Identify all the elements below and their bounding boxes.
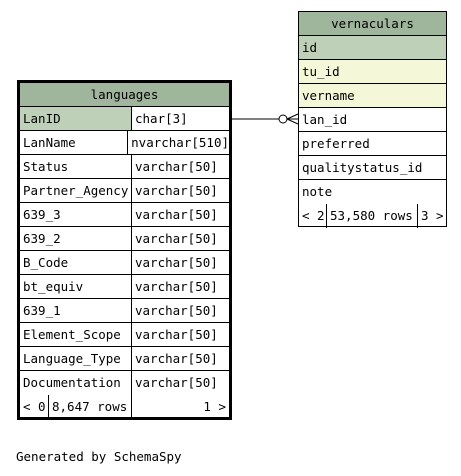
column-name: id <box>302 40 318 55</box>
languages-row-count: 8,647 rows <box>49 395 132 419</box>
column-name: tu_id <box>302 64 340 79</box>
column-type: varchar[50] <box>135 231 218 246</box>
column-type: varchar[50] <box>135 183 218 198</box>
column-name: Element_Scope <box>20 323 132 346</box>
column-name: B_Code <box>20 251 132 274</box>
column-name: Status <box>20 155 132 178</box>
column-name: 639_3 <box>20 203 132 226</box>
column-name: Documentation <box>20 371 132 395</box>
column-name: lan_id <box>302 112 348 127</box>
column-type: varchar[50] <box>135 375 218 390</box>
vernaculars-column-row[interactable]: qualitystatus_id <box>299 156 446 180</box>
languages-children-link[interactable]: 1 > <box>203 399 226 414</box>
vernaculars-table-title[interactable]: vernaculars <box>299 12 446 36</box>
column-name: note <box>302 184 333 199</box>
column-type: varchar[50] <box>135 327 218 342</box>
column-type: varchar[50] <box>135 303 218 318</box>
column-type: varchar[50] <box>135 207 218 222</box>
vernaculars-column-row[interactable]: tu_id <box>299 60 446 84</box>
vernaculars-column-row[interactable]: vername <box>299 84 446 108</box>
column-name: bt_equiv <box>20 275 132 298</box>
vernaculars-footer: < 2 53,580 rows 3 > <box>299 204 446 228</box>
column-name: Language_Type <box>20 347 132 370</box>
column-type: char[3] <box>135 111 188 126</box>
languages-table-title[interactable]: languages <box>20 83 229 107</box>
column-name: 639_1 <box>20 299 132 322</box>
generated-by-label: Generated by SchemaSpy <box>16 449 182 464</box>
crowfoot-lower-icon <box>286 118 299 125</box>
column-type: varchar[50] <box>135 351 218 366</box>
column-name: LanName <box>20 131 129 154</box>
vernaculars-column-row[interactable]: id <box>299 36 446 60</box>
column-type: varchar[50] <box>135 159 218 174</box>
vernaculars-column-row[interactable]: note <box>299 180 446 204</box>
column-name: qualitystatus_id <box>302 160 423 175</box>
vernaculars-column-row[interactable]: preferred <box>299 132 446 156</box>
column-name: preferred <box>302 136 370 151</box>
crowfoot-upper-icon <box>286 113 299 120</box>
vernaculars-column-row[interactable]: lan_id <box>299 108 446 132</box>
languages-parents-link[interactable]: < 0 <box>20 395 49 419</box>
column-type: nvarchar[510] <box>131 135 229 150</box>
vernaculars-children-link[interactable]: 3 > <box>421 208 444 223</box>
zero-cardinality-circle-icon <box>278 114 288 124</box>
vernaculars-parents-link[interactable]: < 2 <box>299 204 327 228</box>
vernaculars-row-count: 53,580 rows <box>327 204 418 228</box>
column-name: 639_2 <box>20 227 132 250</box>
column-name: Partner_Agency <box>20 179 132 202</box>
column-name: LanID <box>20 107 132 130</box>
column-type: varchar[50] <box>135 255 218 270</box>
column-name: vername <box>302 88 355 103</box>
languages-footer: < 0 8,647 rows 1 > <box>20 395 229 419</box>
column-type: varchar[50] <box>135 279 218 294</box>
